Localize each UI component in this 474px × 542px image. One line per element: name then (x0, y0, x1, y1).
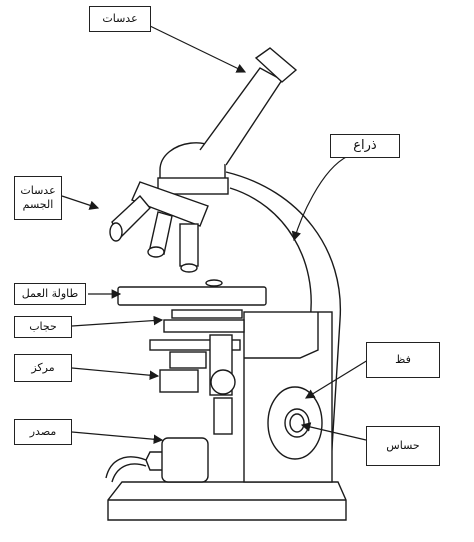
pointer-light-source (71, 431, 164, 445)
pointer-eyepiece (149, 25, 247, 73)
pointer-coarse-knob (304, 359, 369, 399)
label-coarse-knob: فظ (366, 342, 440, 378)
label-fine-knob: حساس (366, 426, 440, 466)
label-objectives: عدسات الجسم (14, 176, 62, 220)
coarse-focus-knob (267, 386, 323, 460)
stage-platform (117, 279, 267, 306)
pointer-condenser (71, 367, 160, 381)
pointer-fine-knob (300, 422, 367, 441)
label-light-source: مصدر (14, 419, 72, 445)
label-diaphragm: حجاب (14, 316, 72, 338)
objective-lenses (109, 194, 199, 273)
light-source (105, 437, 209, 483)
condenser-assembly (149, 309, 245, 435)
base (107, 481, 347, 521)
pointer-arm (291, 155, 349, 242)
pointer-diaphragm (71, 315, 164, 327)
label-arm: ذراع (330, 134, 400, 158)
label-stage: طاولة العمل (14, 283, 86, 305)
eyepiece-tube (199, 47, 298, 166)
pointer-objectives (61, 195, 100, 210)
label-condenser: مركز (14, 354, 72, 382)
nosepiece (131, 181, 209, 227)
label-eyepiece: عدسات (89, 6, 151, 32)
